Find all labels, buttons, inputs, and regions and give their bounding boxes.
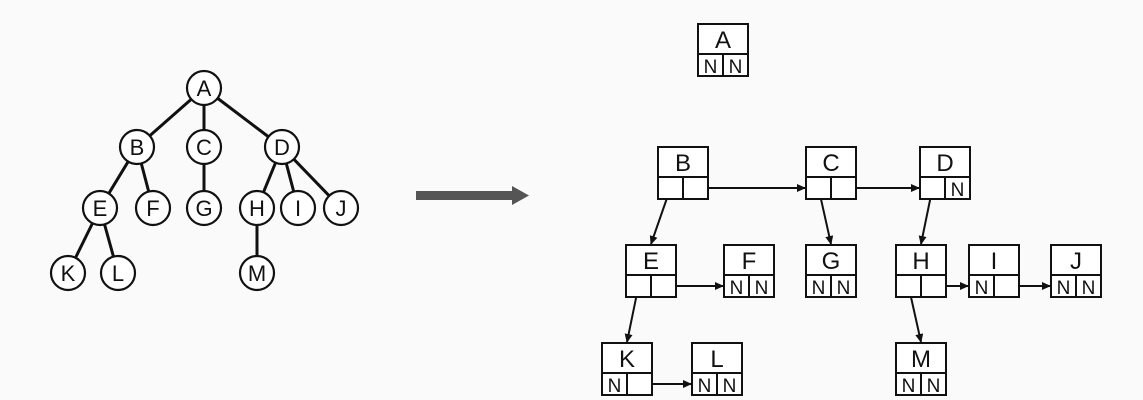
tree-edge-d-h	[262, 162, 277, 193]
tree-node-e: E	[81, 189, 119, 227]
tree-node-a: A	[185, 69, 223, 107]
tree-node-circle	[81, 189, 119, 227]
cell-label: H	[912, 248, 929, 275]
child-null-label: N	[975, 278, 989, 299]
tree-node-circle	[49, 254, 87, 292]
child-null-label: N	[704, 57, 718, 78]
tree-node-f: F	[134, 189, 172, 227]
tree-node-j: J	[322, 189, 360, 227]
child-null-label: N	[812, 278, 826, 299]
tree-node-label: E	[93, 196, 108, 221]
tree-edge-e-k	[74, 222, 94, 259]
tree-nodes: A B C D E F G H I J K L M	[49, 69, 360, 292]
tree-node-label: H	[249, 196, 265, 221]
tree-node-c: C	[185, 128, 223, 166]
cell-label: K	[619, 346, 635, 373]
tree-node-circle	[263, 128, 301, 166]
sibling-null-label: N	[837, 278, 851, 299]
tree-node-circle	[185, 69, 223, 107]
tree-node-label: I	[295, 196, 301, 221]
cell-label: A	[715, 27, 731, 54]
tree-node-circle	[134, 189, 172, 227]
cell-label: I	[991, 248, 998, 275]
tree-edge-b-f	[139, 163, 151, 192]
tree-node-d: D	[263, 128, 301, 166]
tree-node-l: L	[99, 254, 137, 292]
sibling-null-label: N	[755, 278, 769, 299]
sibling-null-label: N	[723, 376, 737, 397]
tree-node-circle	[185, 128, 223, 166]
tree-edge-d-i	[284, 163, 296, 192]
cell-label: B	[675, 150, 691, 177]
tree-node-label: D	[274, 135, 290, 160]
tree-node-label: F	[146, 196, 159, 221]
cell-label: G	[822, 248, 841, 275]
tree-node-h: H	[238, 189, 276, 227]
child-null-label: N	[608, 376, 622, 397]
cell-label: E	[643, 248, 659, 275]
tree-node-circle	[238, 189, 276, 227]
tree-node-label: K	[61, 261, 76, 286]
tree-node-label: B	[130, 135, 145, 160]
link-cell-h: H	[895, 244, 947, 298]
sibling-null-label: N	[1082, 278, 1096, 299]
tree-edge-a-b	[148, 98, 193, 137]
tree-node-label: C	[196, 135, 212, 160]
sibling-null-label: N	[729, 57, 743, 78]
tree-node-label: J	[336, 196, 347, 221]
tree-node-k: K	[49, 254, 87, 292]
sibling-null-label: N	[927, 376, 941, 397]
tree-node-circle	[279, 189, 317, 227]
tree-node-label: G	[195, 196, 212, 221]
tree-node-circle	[99, 254, 137, 292]
link-cell-d: DN	[919, 146, 971, 201]
right-arrow-icon	[416, 186, 529, 205]
tree-node-i: I	[279, 189, 317, 227]
link-cell-i: IN	[968, 244, 1020, 299]
tree-edge-a-d	[216, 97, 270, 138]
link-cell-c: C	[805, 146, 857, 200]
child-null-label: N	[730, 278, 744, 299]
link-cell-b: B	[657, 146, 709, 200]
tree-edge-b-e	[107, 160, 130, 195]
tree-edge-d-j	[292, 158, 331, 197]
tree-edge-e-l	[103, 223, 115, 258]
child-null-label: N	[1057, 278, 1071, 299]
link-cell-k: KN	[601, 342, 653, 397]
cell-label: M	[911, 346, 931, 373]
sibling-null-label: N	[951, 180, 965, 201]
cell-label: J	[1070, 248, 1082, 275]
cell-label: D	[936, 150, 953, 177]
cell-label: F	[742, 248, 757, 275]
link-cell-e: E	[625, 244, 677, 298]
tree-node-circle	[118, 128, 156, 166]
tree-node-circle	[185, 189, 223, 227]
tree-node-b: B	[118, 128, 156, 166]
child-null-label: N	[698, 376, 712, 397]
tree-node-label: L	[112, 261, 124, 286]
tree-node-g: G	[185, 189, 223, 227]
cell-label: L	[710, 346, 723, 373]
tree-node-circle	[238, 254, 276, 292]
tree-node-label: A	[197, 76, 212, 101]
cell-label: C	[822, 150, 839, 177]
tree-node-label: M	[248, 261, 266, 286]
tree-node-m: M	[238, 254, 276, 292]
tree-node-circle	[322, 189, 360, 227]
tree-edges	[74, 97, 331, 259]
child-null-label: N	[902, 376, 916, 397]
